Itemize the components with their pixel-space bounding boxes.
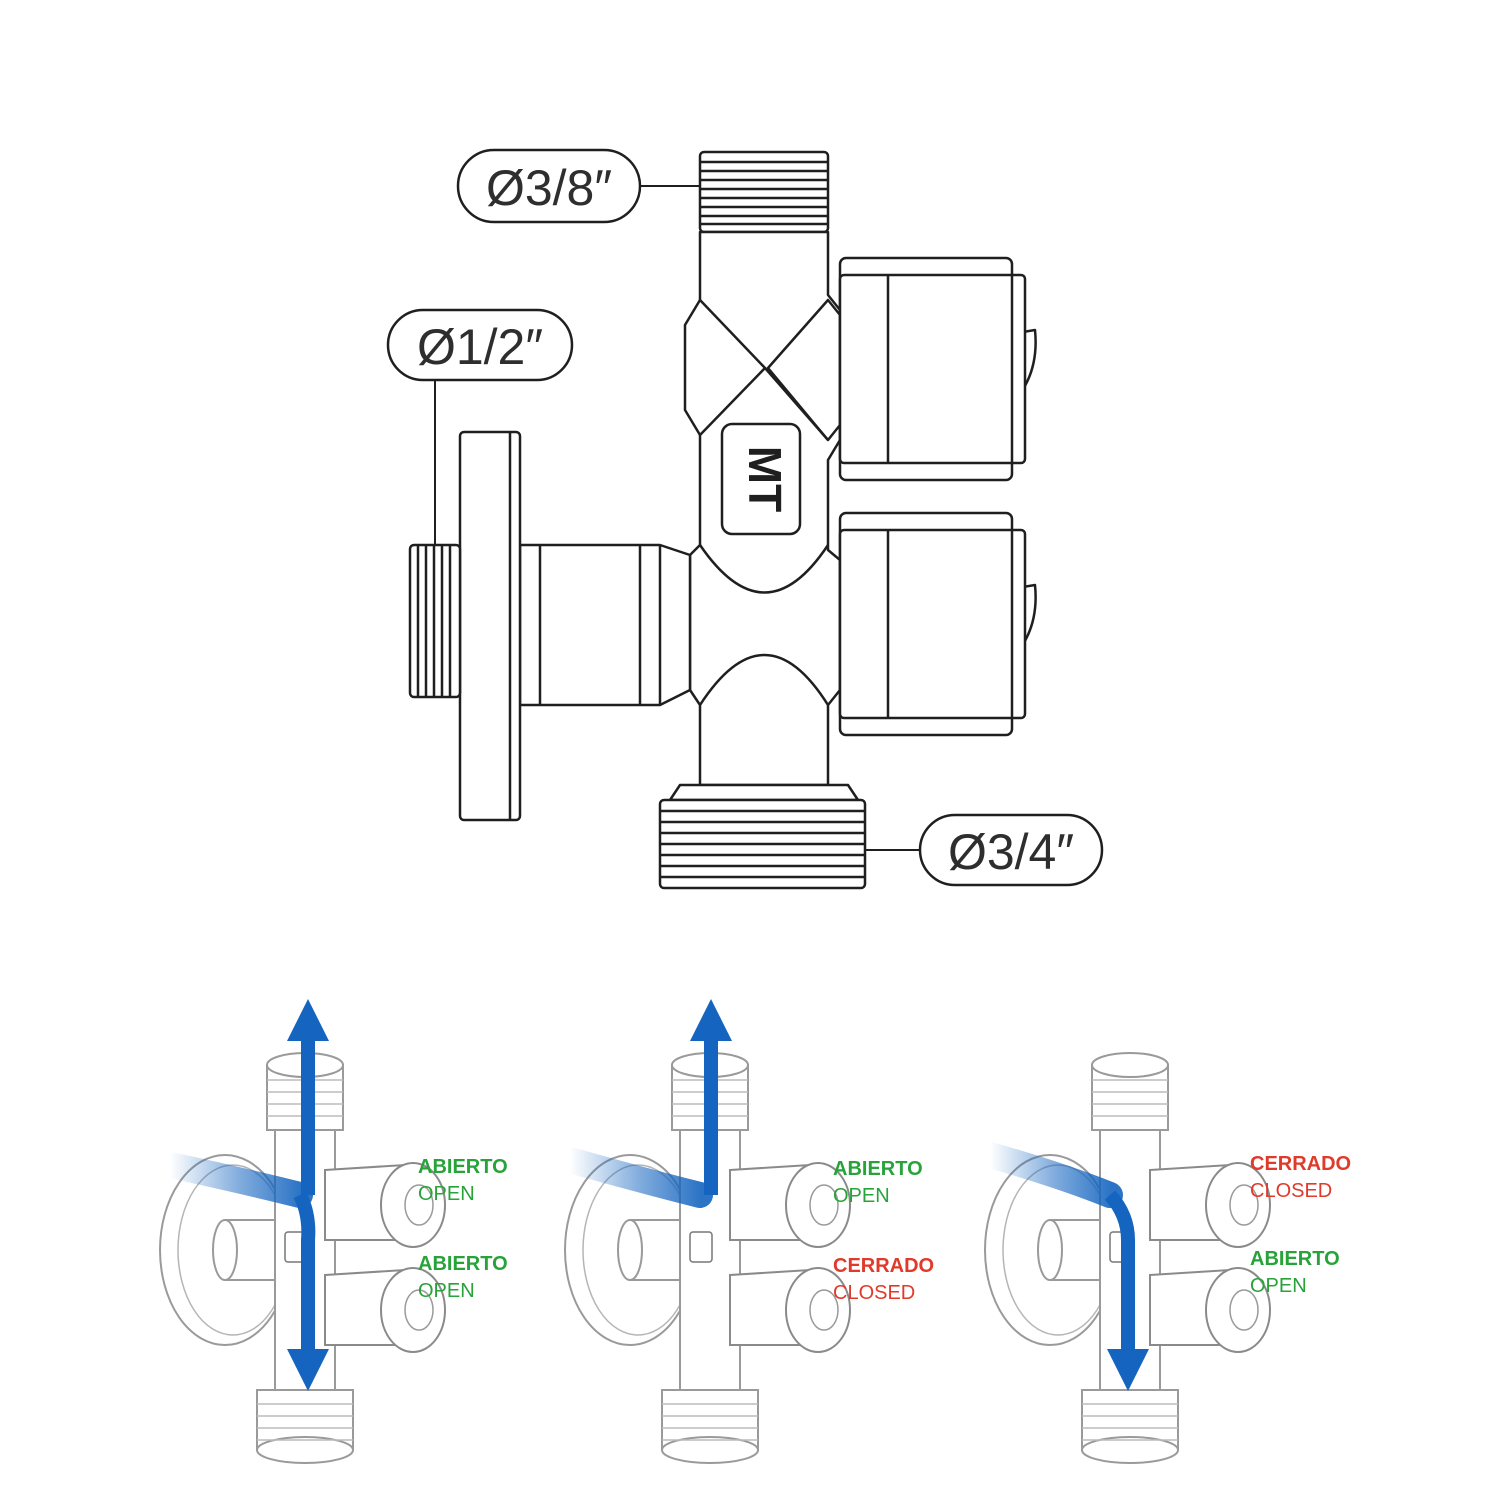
callout-top: Ø3/8″ xyxy=(456,148,700,224)
dimension-label-bottom: Ø3/4″ xyxy=(948,824,1074,880)
bottom-thread xyxy=(658,783,867,890)
lower-knob xyxy=(838,511,1037,737)
state-2-upper-en: OPEN xyxy=(833,1185,890,1207)
brand-plate xyxy=(720,422,802,536)
flow-state-1: ABIERTO OPEN ABIERTO OPEN xyxy=(157,999,508,1464)
flow-inlet-stream xyxy=(157,1152,313,1208)
state-3-lower-en: OPEN xyxy=(1250,1275,1307,1297)
state-3-upper-en: CLOSED xyxy=(1250,1180,1332,1202)
flow-inlet-stream xyxy=(557,1147,713,1208)
state-1-lower-en: OPEN xyxy=(418,1280,475,1302)
left-thread xyxy=(408,543,462,699)
brand-logo: MT xyxy=(739,446,791,512)
state-2-upper-es: ABIERTO xyxy=(833,1158,923,1180)
state-1-lower-es: ABIERTO xyxy=(418,1253,508,1275)
state-2-lower-es: CERRADO xyxy=(833,1255,934,1277)
state-3-upper-es: CERRADO xyxy=(1250,1153,1351,1175)
flow-state-2: ABIERTO OPEN CERRADO CLOSED xyxy=(557,999,934,1464)
flow-state-3: CERRADO CLOSED ABIERTO OPEN xyxy=(977,1052,1351,1464)
state-3-lower-es: ABIERTO xyxy=(1250,1248,1340,1270)
inlet-pipe xyxy=(518,543,692,707)
flow-down-arrow xyxy=(287,1191,329,1391)
state-2-lower-en: CLOSED xyxy=(833,1282,915,1304)
state-1-upper-en: OPEN xyxy=(418,1183,475,1205)
callout-left: Ø1/2″ xyxy=(386,308,574,545)
top-thread xyxy=(698,150,830,234)
callout-bottom: Ø3/4″ xyxy=(865,813,1104,887)
flow-down-arrow xyxy=(1104,1190,1149,1391)
upper-knob xyxy=(838,256,1037,482)
dimension-label-top: Ø3/8″ xyxy=(486,160,612,216)
dimension-label-left: Ø1/2″ xyxy=(417,319,543,375)
state-1-upper-es: ABIERTO xyxy=(418,1156,508,1178)
main-valve-drawing: MT xyxy=(408,150,1037,890)
flow-inlet-stream xyxy=(977,1142,1123,1208)
